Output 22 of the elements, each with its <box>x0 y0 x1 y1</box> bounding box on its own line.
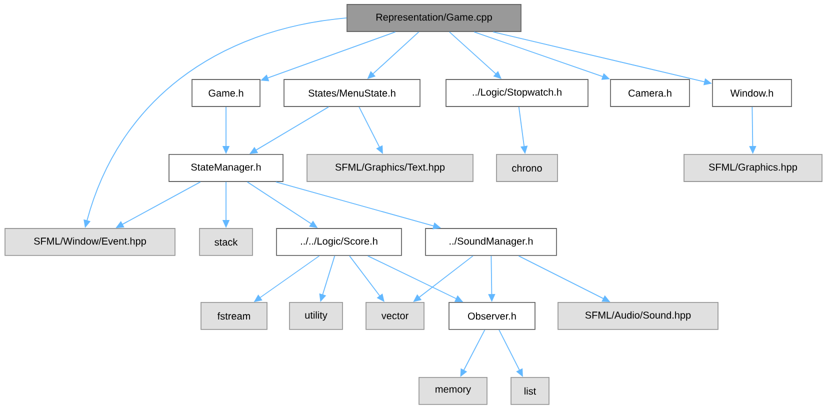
external-file-box: utility <box>289 302 343 330</box>
external-file-box: stack <box>199 228 253 256</box>
external-file-box: SFML/Window/Event.hpp <box>4 228 176 256</box>
file-box: Window.h <box>712 79 792 107</box>
external-file-box: fstream <box>200 302 268 330</box>
file-box: States/MenuState.h <box>284 79 420 107</box>
external-file-box: list <box>510 377 550 405</box>
file-box: ../SoundManager.h <box>425 228 557 256</box>
file-box: Observer.h <box>448 302 536 330</box>
file-box: Camera.h <box>610 79 690 107</box>
arrow <box>349 256 384 302</box>
external-file-box: SFML/Graphics/Text.hpp <box>306 154 474 182</box>
root-file-box: Representation/Game.cpp <box>346 4 522 32</box>
external-file-box: SFML/Graphics.hpp <box>684 154 822 182</box>
external-file-box: memory <box>418 377 488 405</box>
file-box: Game.h <box>192 79 260 107</box>
external-file-box: vector <box>366 302 424 330</box>
file-box: ../Logic/Stopwatch.h <box>446 79 588 107</box>
external-file-box: chrono <box>496 154 558 182</box>
file-box: StateManager.h <box>168 154 284 182</box>
file-box: ../../Logic/Score.h <box>276 228 402 256</box>
external-file-box: SFML/Audio/Sound.hpp <box>558 302 718 330</box>
